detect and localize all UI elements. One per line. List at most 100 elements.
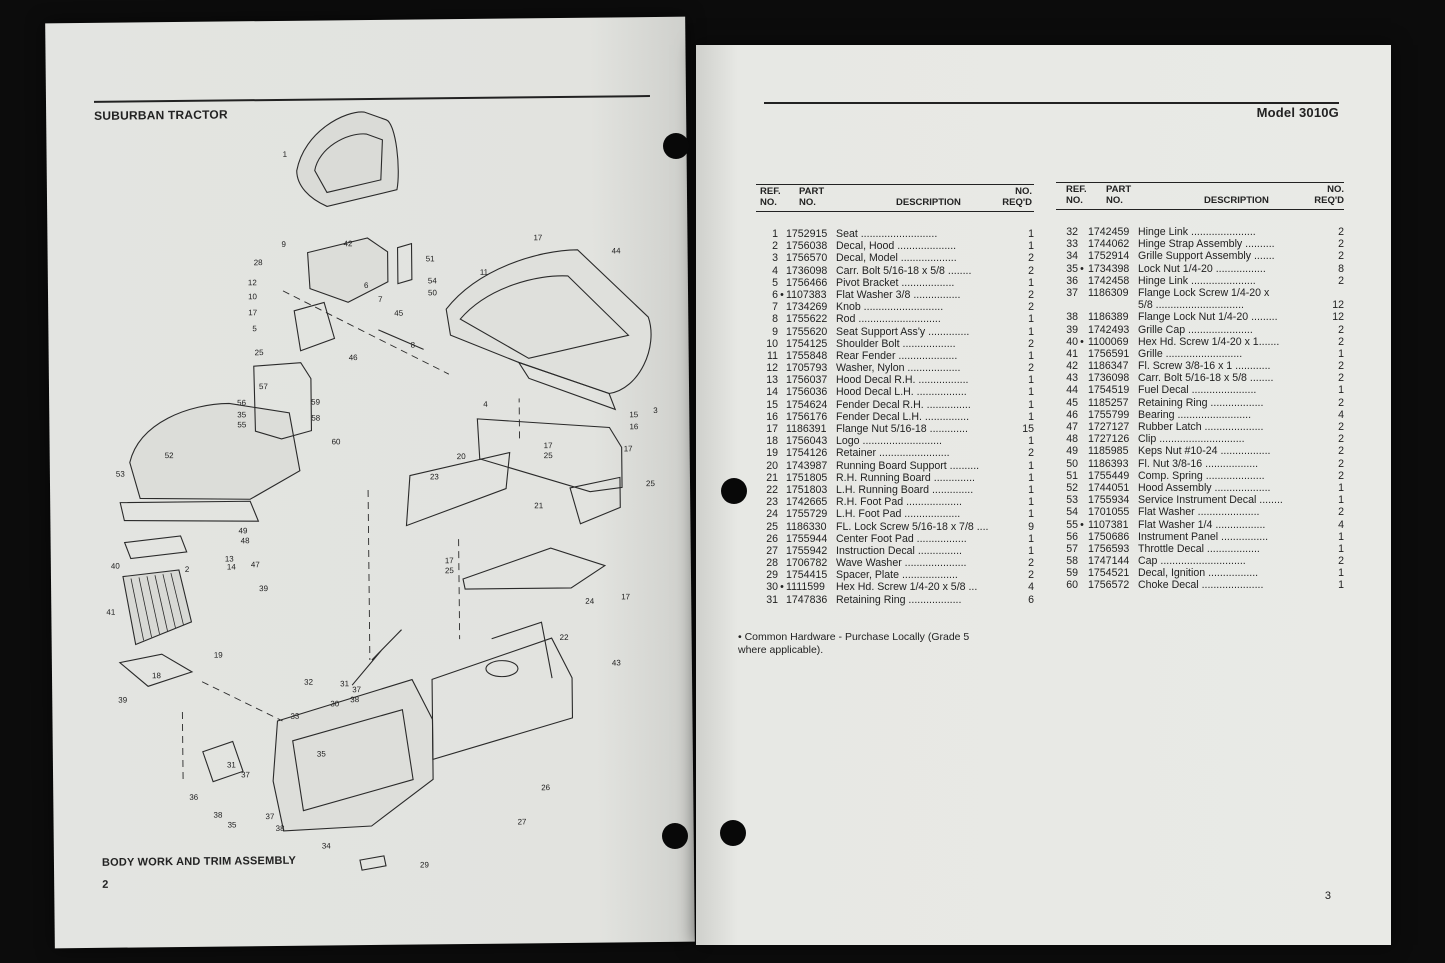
part-number: 1744062 [1088, 238, 1130, 251]
ref-number: 29 [766, 569, 778, 582]
part-description: Grille Cap ...................... [1138, 323, 1253, 336]
part-number: 1755620 [786, 325, 828, 338]
ref-number: 5 [772, 276, 778, 289]
part-number: 1107381 [1088, 518, 1129, 531]
part-description: Choke Decal ..................... [1138, 579, 1264, 592]
callout-number: 38 [276, 824, 286, 833]
binder-hole-bottom-left [662, 823, 688, 849]
part-description: Flange Nut 5/16-18 ............. [836, 423, 968, 435]
callout-number: 32 [304, 678, 314, 687]
part-description: Washer, Nylon .................. [836, 362, 961, 375]
part-description: Decal, Hood .................... [836, 240, 957, 253]
part-number: 1186309 [1088, 286, 1129, 299]
part-description: L.H. Foot Pad ................... [836, 508, 961, 521]
part-number: 1185985 [1088, 445, 1129, 458]
quantity-required: 1 [1028, 313, 1034, 326]
part-number: 1186330 [786, 520, 827, 533]
callout-number: 25 [544, 451, 554, 460]
callout-number: 17 [624, 444, 634, 453]
callout-number: 11 [480, 268, 489, 277]
callout-number: 45 [394, 309, 404, 318]
ref-number: 11 [767, 349, 778, 362]
ref-number: 15 [766, 398, 778, 411]
callout-number: 24 [585, 597, 595, 606]
callout-number: 19 [214, 651, 224, 660]
quantity-required: 1 [1028, 386, 1034, 399]
callout-number: 57 [259, 382, 269, 391]
part-number: 1756038 [786, 240, 828, 253]
quantity-required: 1 [1028, 459, 1034, 472]
part-description: Hinge Link ...................... [1138, 226, 1256, 238]
table-row: 5/8 ..............................12 [1056, 299, 1344, 311]
exploded-parts-diagram: 1429281210175255154506745846575635555958… [106, 111, 658, 871]
part-description: Seat Support Ass'y .............. [836, 325, 970, 338]
ref-number: 53 [1066, 494, 1078, 507]
part-number: 1706782 [786, 557, 828, 570]
callout-number: 38 [350, 695, 360, 704]
callout-number: 3 [653, 406, 658, 415]
quantity-required: 1 [1338, 384, 1344, 397]
quantity-required: 2 [1028, 362, 1034, 375]
quantity-required: 1 [1028, 532, 1034, 545]
ref-number: 6 [772, 288, 778, 301]
part-number: 1727127 [1088, 421, 1130, 433]
callout-number: 49 [238, 526, 248, 535]
quantity-required: 1 [1028, 496, 1034, 509]
callout-number: 9 [281, 240, 286, 249]
ref-number: 33 [1066, 238, 1078, 251]
part-number: 1186391 [786, 423, 827, 435]
part-number: 1755622 [786, 313, 828, 326]
callout-number: 14 [227, 562, 237, 571]
ref-number: 4 [772, 264, 778, 277]
callout-number: 22 [560, 633, 570, 642]
quantity-required: 2 [1338, 457, 1344, 470]
quantity-required: 2 [1028, 252, 1034, 265]
part-description: Decal, Ignition ................. [1138, 567, 1259, 580]
part-number: 1736098 [786, 264, 828, 277]
quantity-required: 2 [1338, 396, 1344, 409]
quantity-required: 2 [1338, 323, 1344, 336]
part-description: Carr. Bolt 5/16-18 x 5/8 ........ [1138, 372, 1274, 385]
part-description: Hinge Strap Assembly .......... [1138, 238, 1275, 251]
callout-number: 35 [228, 820, 238, 829]
quantity-required: 2 [1028, 447, 1034, 460]
col-ref-header: REF.NO. [1066, 184, 1087, 206]
callout-number: 34 [322, 841, 332, 850]
quantity-required: 2 [1028, 264, 1034, 277]
ref-number: 34 [1066, 250, 1078, 263]
callout-number: 16 [629, 422, 639, 431]
ref-number: 10 [766, 337, 778, 350]
part-description: Cap ............................. [1138, 555, 1246, 568]
ref-number: 49 [1066, 445, 1078, 458]
ref-number: 41 [1066, 347, 1078, 360]
ref-number: 37 [1066, 286, 1078, 299]
part-description: Flat Washer 3/8 ................ [836, 288, 961, 301]
part-number: 1751805 [786, 471, 828, 484]
part-number: 1754624 [786, 398, 828, 411]
part-description: Hood Decal R.H. ................. [836, 374, 969, 387]
part-number: 1111599 [786, 581, 825, 594]
part-number: 1756037 [786, 374, 828, 387]
callout-number: 56 [237, 398, 247, 407]
ref-number: 1 [772, 228, 778, 240]
callout-number: 31 [340, 679, 350, 688]
binder-hole-top [663, 133, 689, 159]
binder-hole-bottom-right [720, 820, 746, 846]
ref-number: 24 [766, 508, 778, 521]
callout-number: 59 [311, 398, 321, 407]
part-number: 1747144 [1088, 555, 1130, 568]
quantity-required: 2 [1338, 555, 1344, 568]
callout-number: 4 [483, 400, 488, 409]
callout-number: 50 [428, 288, 438, 297]
model-title: Model 3010G [1256, 105, 1339, 120]
